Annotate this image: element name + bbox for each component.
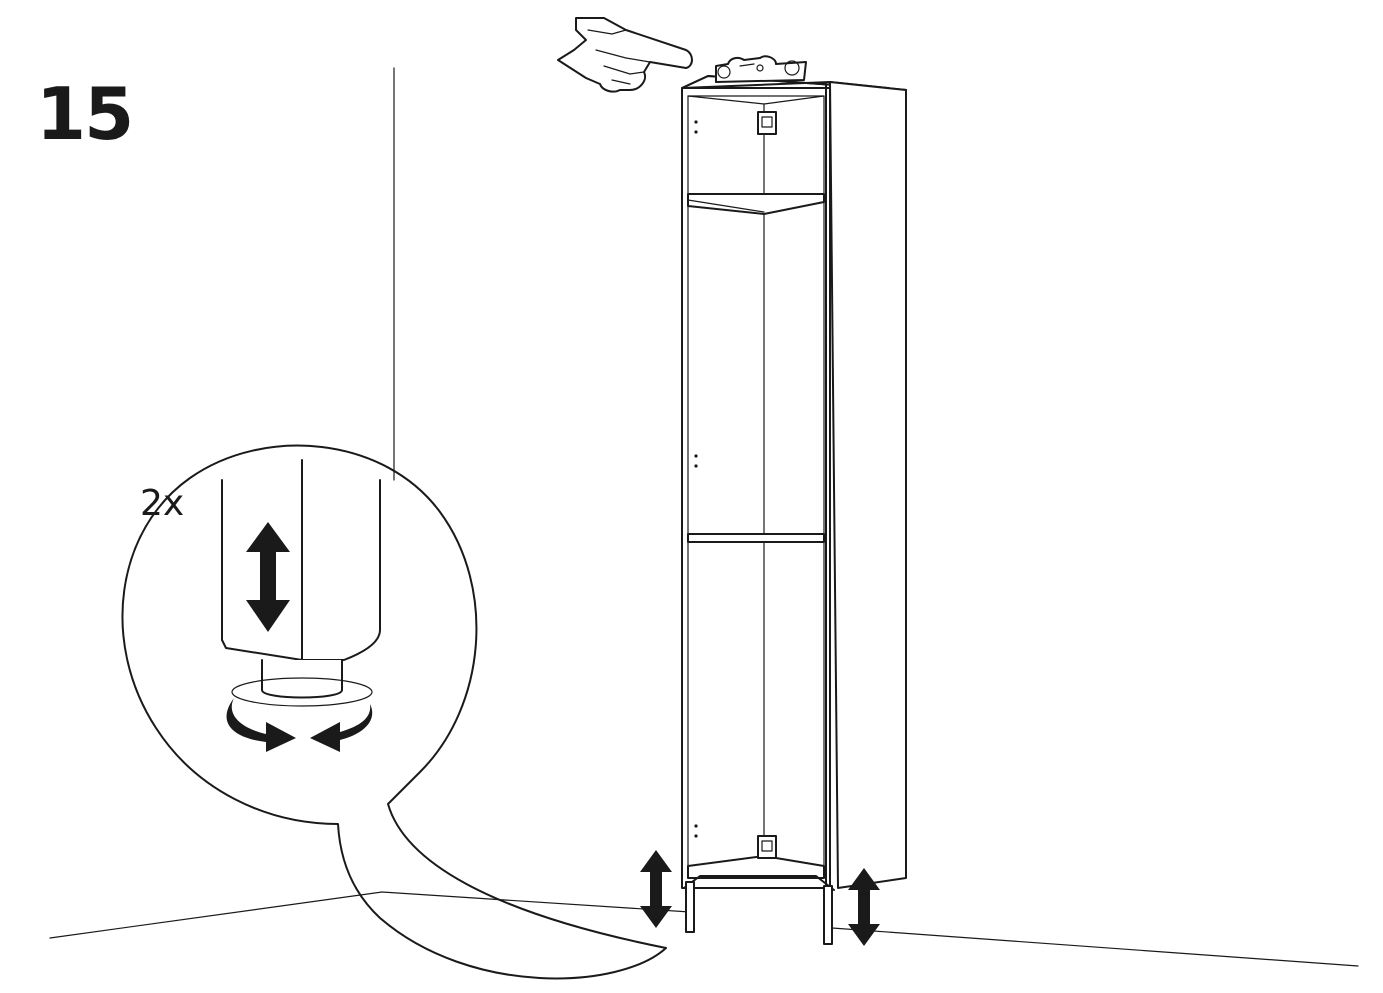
- floor-line-mid: [381, 891, 691, 913]
- floor-line-right: [831, 927, 1359, 967]
- adjustable-foot: [261, 659, 343, 699]
- floor-line-left: [49, 891, 383, 939]
- upper-shelf: [687, 193, 825, 215]
- middle-shelf: [687, 533, 825, 543]
- cabinet-leg-left: [685, 881, 695, 933]
- up-down-arrow-icon: [640, 850, 672, 928]
- bottom-shelf: [687, 855, 825, 879]
- room-corner: [49, 67, 1359, 967]
- upper-shelf-edge: [687, 199, 765, 213]
- cabinet-side-panel: [829, 81, 907, 889]
- detail-callout: [121, 444, 667, 980]
- rotate-arrow-icon: [310, 704, 373, 752]
- detail-callout-outline: [121, 444, 667, 980]
- step-number: 15: [36, 72, 134, 156]
- cabinet-front-frame: [681, 87, 831, 889]
- top-inner-diagonal-right: [763, 95, 825, 105]
- cabinet: [681, 75, 907, 945]
- pointing-hand-icon: [557, 17, 693, 93]
- top-inner-diagonal: [687, 95, 765, 105]
- hinge-bracket-bottom: [757, 835, 777, 859]
- up-down-arrow-icon: [246, 522, 290, 632]
- rotate-arrow-icon: [226, 698, 296, 752]
- wall-bracket-icon: [715, 55, 807, 83]
- up-down-arrow-icon: [848, 868, 880, 946]
- hinge-bracket-top-detail: [761, 116, 773, 128]
- cabinet-leg-right: [823, 885, 833, 945]
- hinge-bracket-bottom-detail: [761, 840, 773, 852]
- hinge-bracket-top: [757, 111, 777, 135]
- shelf-pin-holes: [694, 120, 698, 838]
- foot-base-ring: [231, 677, 373, 707]
- quantity-label: 2x: [140, 483, 185, 524]
